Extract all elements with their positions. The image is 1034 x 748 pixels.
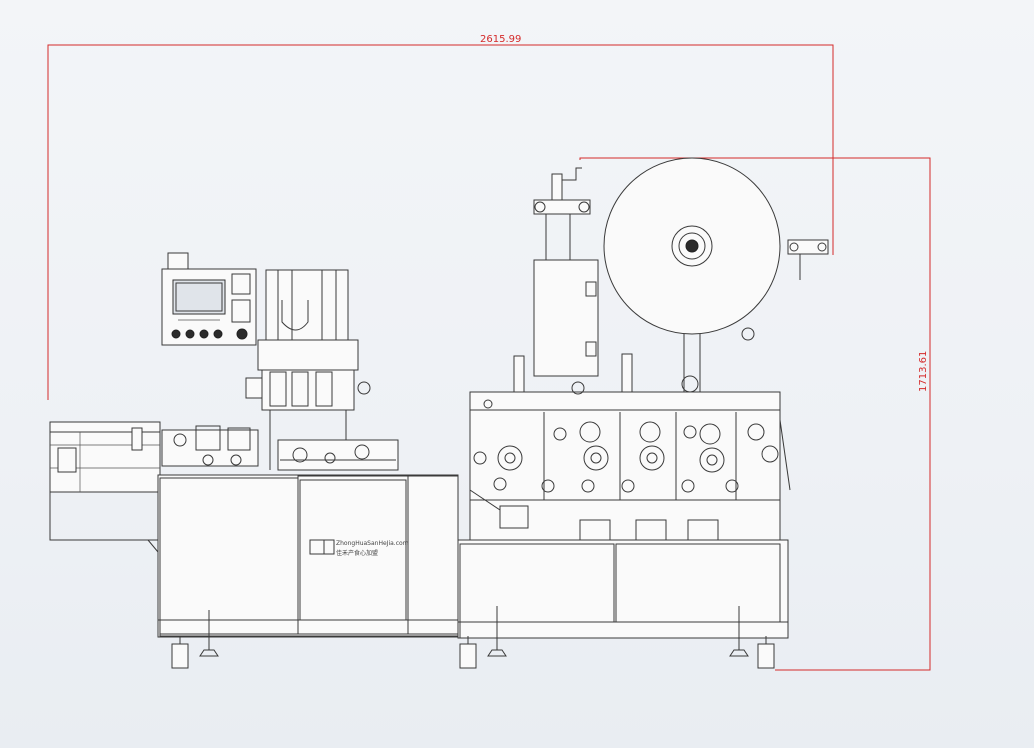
logo-text-top: ZhongHuaSanHeJia.com	[336, 540, 409, 547]
roller-assembly	[469, 353, 791, 541]
height-dimension-label: 1713.61	[918, 351, 929, 392]
forming-tower	[245, 269, 371, 470]
casters	[171, 606, 775, 669]
width-dimension-label: 2615.99	[480, 34, 521, 45]
control-panel	[161, 252, 257, 346]
sealing-mechanism	[161, 425, 399, 471]
logo-text-bottom: 佳禾产食心加盟	[336, 549, 378, 557]
feed-column	[533, 167, 599, 395]
left-cabinet	[157, 474, 459, 638]
height-dimension: 1713.61	[579, 157, 931, 671]
right-cabinet	[457, 539, 789, 639]
film-reel	[603, 157, 829, 393]
width-dimension: 2615.99	[47, 34, 834, 400]
logo: ZhongHuaSanHeJia.com 佳禾产食心加盟	[309, 539, 409, 557]
infeed-conveyor	[49, 421, 161, 553]
